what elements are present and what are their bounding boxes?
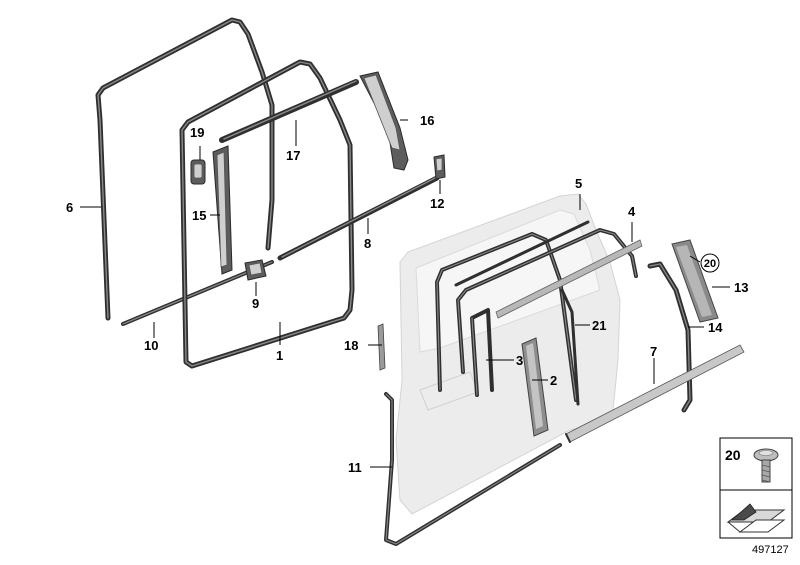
- callout-labels: 6 10 1 17 8 16 12 15 19 9 5 4 21 3 2 7 1…: [66, 113, 748, 475]
- diagram-id: 497127: [752, 544, 789, 556]
- part-12-bracket: [433, 154, 446, 180]
- part-4-inner-seal: [454, 220, 638, 374]
- callout-2: 2: [550, 373, 557, 388]
- callout-10: 10: [144, 338, 158, 353]
- callout-20-circle: [700, 253, 720, 273]
- callout-3: 3: [516, 353, 523, 368]
- callout-8: 8: [364, 236, 371, 251]
- callout-14: 14: [708, 320, 723, 335]
- part-2-pillar-trim: [521, 288, 580, 437]
- callout-21: 21: [592, 318, 606, 333]
- part-18-clip: [377, 323, 386, 371]
- callout-13: 13: [734, 280, 748, 295]
- arrow-icon: [726, 503, 786, 533]
- part-13-trim: [671, 239, 719, 323]
- part-21-belt-outer: [495, 239, 643, 319]
- legend-screw-label: 20: [725, 447, 741, 463]
- callout-20: 20: [704, 258, 716, 270]
- part-17-upper-strip: [219, 79, 359, 143]
- part-14-rear-seal: [647, 261, 693, 413]
- door-shell: [395, 193, 621, 515]
- callout-11: 11: [348, 460, 362, 475]
- part-16-pillar-trim: [359, 71, 409, 171]
- part-3-channel: [470, 308, 494, 397]
- callout-4: 4: [628, 204, 636, 219]
- part-11-sill-seal: [384, 392, 562, 546]
- callout-17: 17: [286, 148, 300, 163]
- part-9-block: [244, 259, 267, 281]
- callout-7: 7: [650, 344, 657, 359]
- callout-15: 15: [192, 208, 206, 223]
- part-19-clip: [190, 159, 206, 185]
- screw-icon: [753, 448, 779, 483]
- legend-box: 20: [719, 437, 793, 539]
- part-1-door-seal: [179, 59, 355, 369]
- callout-19: 19: [190, 125, 204, 140]
- callout-9: 9: [252, 296, 259, 311]
- leader-lines: [80, 119, 730, 468]
- callout-16: 16: [420, 113, 434, 128]
- callout-5: 5: [575, 176, 582, 191]
- part-8-belt-strip: [277, 175, 440, 261]
- callout-12: 12: [430, 196, 444, 211]
- callout-6: 6: [66, 200, 73, 215]
- callout-1: 1: [276, 348, 283, 363]
- part-6-frame-seal: [95, 17, 275, 321]
- part-7-lower-strip: [565, 344, 745, 443]
- callout-18: 18: [344, 338, 358, 353]
- part-15-pillar-cover: [212, 145, 233, 275]
